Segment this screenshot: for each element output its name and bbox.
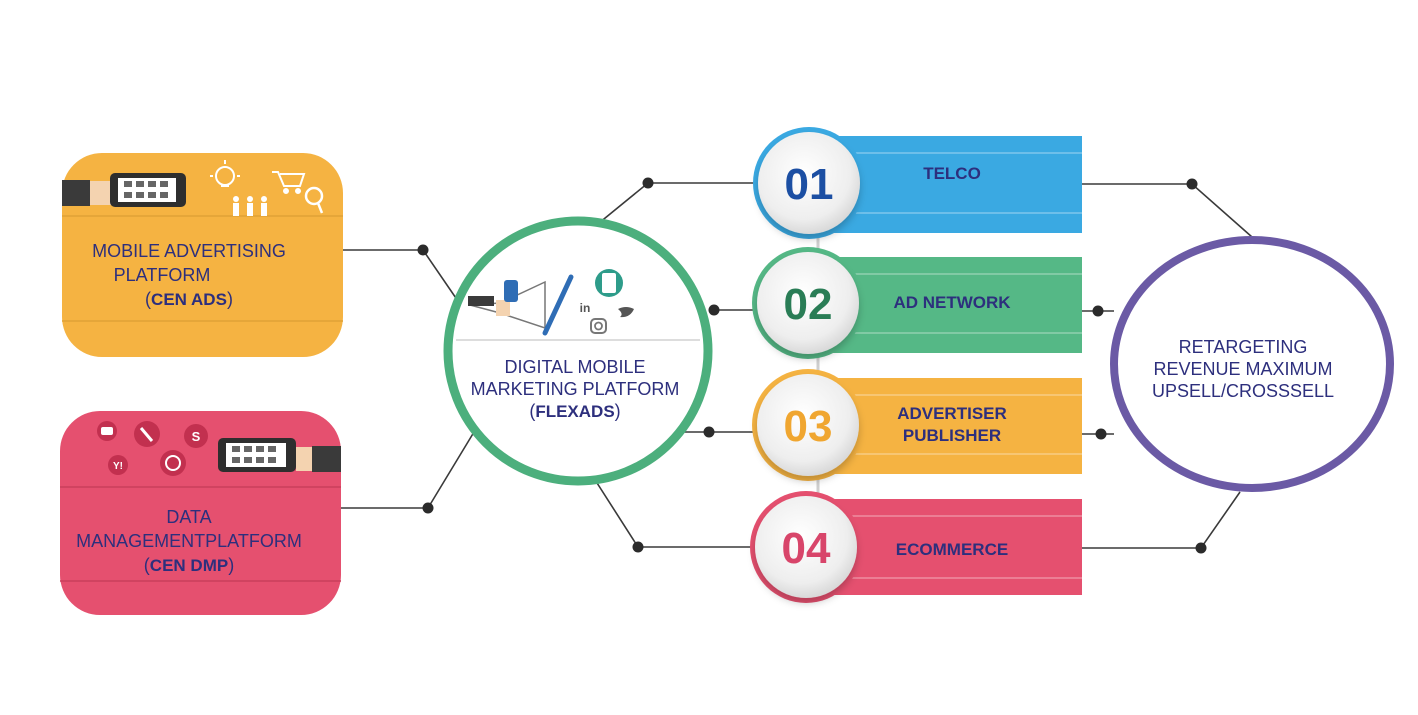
lightbulb-icon	[210, 160, 240, 187]
telco-disc	[758, 132, 860, 234]
ad-network-label: AD NETWORK	[893, 293, 1011, 312]
channel-ad-network: 02 AD NETWORK	[752, 247, 1082, 359]
connector-dot	[1092, 305, 1104, 317]
twitter-icon	[618, 307, 634, 318]
wrench-icon	[134, 421, 160, 447]
outcome-line3: UPSELL/CROSSSELL	[1152, 381, 1334, 401]
flexads-ring	[443, 216, 713, 486]
megaphone-icon	[468, 274, 574, 336]
skype-icon: S	[184, 424, 208, 448]
connector-dot	[417, 244, 429, 256]
svg-text:in: in	[580, 301, 591, 315]
svg-text:S: S	[192, 429, 201, 444]
channel-advertiser: 03 ADVERTISER PUBLISHER	[752, 369, 1082, 481]
advertiser-number: 03	[784, 402, 833, 451]
connector-dot	[1195, 542, 1207, 554]
connectors	[341, 177, 1253, 554]
connector-dot	[632, 541, 644, 553]
connector-dot	[1186, 178, 1198, 190]
channel-ecommerce: 04 ECOMMERCE	[750, 491, 1082, 603]
flexads-platform-name: (FLEXADS)	[529, 401, 620, 421]
connector-dmp-to-center	[341, 431, 475, 509]
publisher-label: PUBLISHER	[903, 426, 1001, 445]
ecommerce-label: ECOMMERCE	[896, 540, 1008, 559]
connector-dot	[642, 177, 654, 189]
whatsapp-icon	[160, 450, 186, 476]
svg-text:Y!: Y!	[113, 461, 123, 472]
connector-telco-to-outcome	[1082, 183, 1253, 238]
connector-center-to-ecommerce	[589, 471, 760, 548]
people-icon	[233, 196, 267, 216]
connector-dot	[422, 502, 434, 514]
flexads-hub: in DIGITAL MOBILE MARKETING PLATFORM (FL…	[443, 216, 713, 486]
dmp-title-line2: MANAGEMENTPLATFORM	[76, 531, 302, 551]
channel-telco: 01 TELCO	[753, 127, 1082, 239]
flexads-title-line2: MARKETING PLATFORM	[471, 379, 680, 399]
ecommerce-number: 04	[782, 524, 831, 573]
advertiser-disc	[757, 374, 859, 476]
hand-phone-icon	[62, 173, 186, 207]
ad-network-disc	[757, 252, 859, 354]
hand-phone-icon	[218, 438, 341, 472]
advertiser-label: ADVERTISER	[897, 404, 1007, 423]
outcome-ring	[1110, 236, 1394, 492]
ad-network-number: 02	[784, 280, 833, 329]
telco-label: TELCO	[923, 164, 981, 183]
mobile-screen-icon	[595, 269, 623, 297]
connector-ecommerce-to-outcome	[1082, 491, 1241, 549]
connector-dot	[708, 304, 720, 316]
connector-ads-to-center	[343, 249, 461, 305]
instagram-icon	[590, 318, 607, 334]
telco-number: 01	[785, 160, 834, 209]
linkedin-icon: in	[580, 301, 591, 315]
connector-dot	[703, 426, 715, 438]
dmp-platform-name: (CEN DMP)	[144, 555, 234, 575]
yahoo-icon: Y!	[108, 455, 128, 475]
ads-platform-name: (CEN ADS)	[145, 289, 233, 309]
ads-title-line1: MOBILE ADVERTISING	[92, 241, 286, 261]
shopping-cart-icon	[272, 171, 306, 194]
ads-platform-box: MOBILE ADVERTISING PLATFORM (CEN ADS)	[62, 153, 343, 357]
outcome-circle: RETARGETING REVENUE MAXIMUM UPSELL/CROSS…	[1110, 236, 1394, 492]
youtube-icon	[97, 421, 117, 441]
connector-dot	[1095, 428, 1107, 440]
ecommerce-disc	[755, 496, 857, 598]
channel-list: 01 TELCO 02 AD NETWORK 03 ADVERTISER PUB…	[750, 127, 1082, 603]
outcome-line1: RETARGETING	[1179, 337, 1308, 357]
dmp-title-line1: DATA	[166, 507, 211, 527]
magnifier-icon	[304, 186, 324, 214]
outcome-line2: REVENUE MAXIMUM	[1153, 359, 1332, 379]
dmp-platform-box: S Y! DATA MANAGEMENTPLATFORM (CEN DMP)	[60, 411, 341, 615]
ads-title-line2: PLATFORM	[114, 265, 211, 285]
flexads-title-line1: DIGITAL MOBILE	[504, 357, 645, 377]
